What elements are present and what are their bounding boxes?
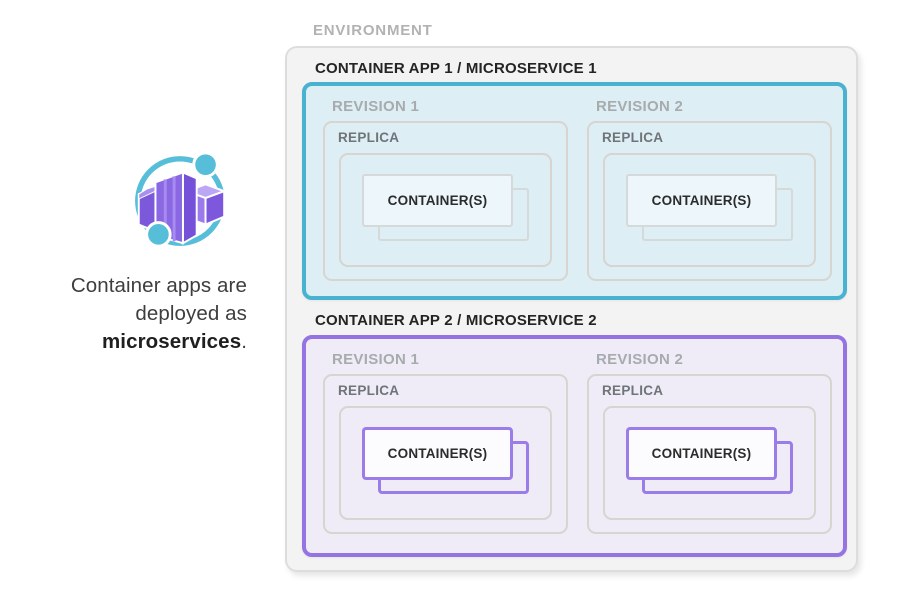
pod-box: CONTAINER(S) [339,406,552,520]
replica-label: REPLICA [602,383,664,398]
app-1-box: REVISION 1 REPLICA CONTAINER(S) REVISION… [302,82,847,300]
environment-label: ENVIRONMENT [313,22,433,39]
container-front-rect: CONTAINER(S) [362,174,513,227]
revision-label: REVISION 1 [332,351,420,368]
app-2-revision-2-column: REVISION 2 REPLICA CONTAINER(S) [582,347,834,543]
app-2-title: CONTAINER APP 2 / MICROSERVICE 2 [315,312,597,329]
pod-box: CONTAINER(S) [603,406,816,520]
caption-bold-word: microservices [101,330,242,353]
container-front-rect: CONTAINER(S) [362,427,513,480]
app-1-revision-2-column: REVISION 2 REPLICA CONTAINER(S) [582,94,834,290]
replica-box: REPLICA CONTAINER(S) [323,121,568,281]
replica-box: REPLICA CONTAINER(S) [323,374,568,534]
app-1-title: CONTAINER APP 1 / MICROSERVICE 1 [315,60,597,77]
containers-label: CONTAINER(S) [387,193,488,208]
environment-box: CONTAINER APP 1 / MICROSERVICE 1 REVISIO… [285,46,858,572]
caption-period: . [241,330,247,353]
app-2-box: REVISION 1 REPLICA CONTAINER(S) REVISION… [302,335,847,557]
replica-box: REPLICA CONTAINER(S) [587,121,832,281]
replica-label: REPLICA [338,130,400,145]
revision-label: REVISION 1 [332,98,420,115]
app-2-revision-1-column: REVISION 1 REPLICA CONTAINER(S) [318,347,570,543]
container-front-rect: CONTAINER(S) [626,174,777,227]
containers-label: CONTAINER(S) [651,193,752,208]
container-apps-icon [126,144,234,256]
container-apps-icon-svg [135,151,228,248]
caption-line-3: microservices. [0,328,247,356]
replica-label: REPLICA [602,130,664,145]
caption: Container apps are deployed as microserv… [0,272,247,356]
containers-label: CONTAINER(S) [387,446,488,461]
container-front-rect: CONTAINER(S) [626,427,777,480]
caption-line-2: deployed as [135,302,247,325]
replica-label: REPLICA [338,383,400,398]
pod-box: CONTAINER(S) [603,153,816,267]
caption-line-1: Container apps are [70,274,247,297]
pod-box: CONTAINER(S) [339,153,552,267]
revision-label: REVISION 2 [596,351,684,368]
revision-label: REVISION 2 [596,98,684,115]
app-1-revision-1-column: REVISION 1 REPLICA CONTAINER(S) [318,94,570,290]
replica-box: REPLICA CONTAINER(S) [587,374,832,534]
containers-label: CONTAINER(S) [651,446,752,461]
